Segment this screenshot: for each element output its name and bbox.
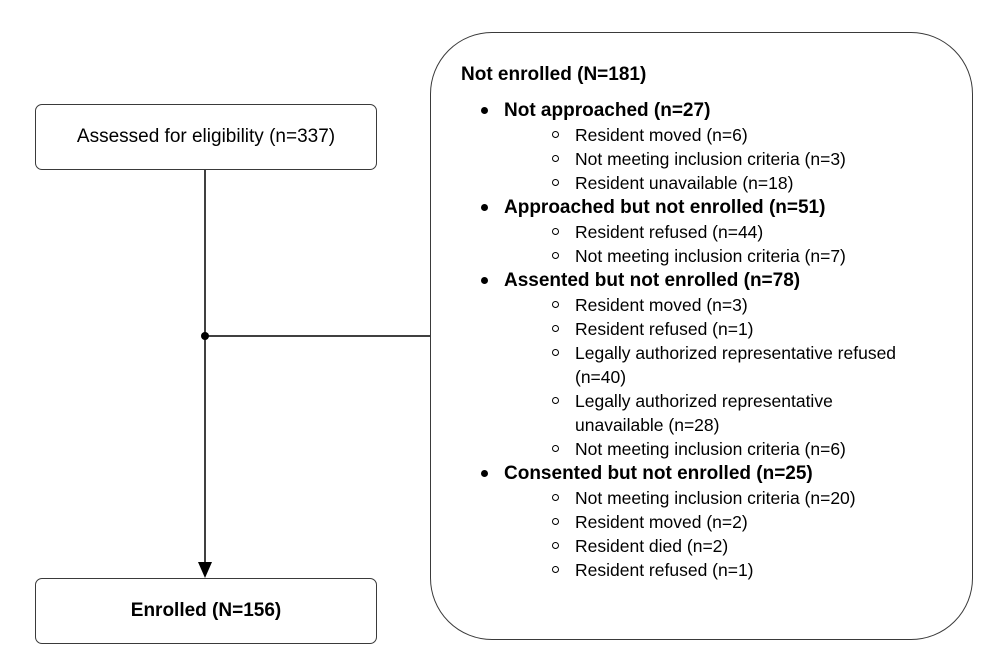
bullet-icon bbox=[481, 277, 488, 284]
hollow-bullet-icon bbox=[552, 252, 559, 259]
bullet-icon bbox=[481, 204, 488, 211]
bullet-icon bbox=[481, 107, 488, 114]
item-label: Resident moved (n=3) bbox=[575, 295, 748, 315]
hollow-bullet-icon bbox=[552, 518, 559, 525]
item-label: Resident moved (n=2) bbox=[575, 512, 748, 532]
list-item: Resident refused (n=44) bbox=[479, 220, 905, 244]
group-label: Approached but not enrolled (n=51) bbox=[504, 197, 826, 218]
list-item: Resident refused (n=1) bbox=[479, 317, 905, 341]
list-item: Not meeting inclusion criteria (n=3) bbox=[479, 147, 905, 171]
group-heading: Consented but not enrolled (n=25) bbox=[479, 461, 949, 486]
item-label: Resident refused (n=44) bbox=[575, 222, 764, 242]
arrowhead-down bbox=[198, 562, 212, 578]
list-item: Resident unavailable (n=18) bbox=[479, 171, 905, 195]
item-label: Resident unavailable (n=18) bbox=[575, 173, 794, 193]
list-item: Legally authorized representative unavai… bbox=[479, 389, 905, 437]
item-label: Not meeting inclusion criteria (n=7) bbox=[575, 246, 846, 266]
group-label: Not approached (n=27) bbox=[504, 100, 711, 121]
list-item: Not meeting inclusion criteria (n=7) bbox=[479, 244, 905, 268]
exclusion-group: Assented but not enrolled (n=78)Resident… bbox=[479, 268, 949, 461]
list-item: Resident moved (n=6) bbox=[479, 123, 905, 147]
group-heading: Not approached (n=27) bbox=[479, 98, 949, 123]
bullet-icon bbox=[481, 470, 488, 477]
item-label: Not meeting inclusion criteria (n=20) bbox=[575, 488, 856, 508]
item-label: Not meeting inclusion criteria (n=3) bbox=[575, 149, 846, 169]
hollow-bullet-icon bbox=[552, 397, 559, 404]
hollow-bullet-icon bbox=[552, 494, 559, 501]
group-items: Not meeting inclusion criteria (n=20) Res… bbox=[479, 486, 949, 582]
item-label: Legally authorized representative refuse… bbox=[575, 343, 897, 387]
enrolled-box: Enrolled (N=156) bbox=[35, 578, 377, 644]
item-label: Resident moved (n=6) bbox=[575, 125, 748, 145]
hollow-bullet-icon bbox=[552, 445, 559, 452]
group-items: Resident moved (n=3) Resident refused (n=… bbox=[479, 293, 949, 461]
group-heading: Assented but not enrolled (n=78) bbox=[479, 268, 949, 293]
enrolled-label: Enrolled (N=156) bbox=[130, 600, 282, 621]
item-label: Resident refused (n=1) bbox=[575, 560, 754, 580]
hollow-bullet-icon bbox=[552, 131, 559, 138]
group-label: Consented but not enrolled (n=25) bbox=[504, 463, 813, 484]
hollow-bullet-icon bbox=[552, 301, 559, 308]
item-label: Not meeting inclusion criteria (n=6) bbox=[575, 439, 846, 459]
not-enrolled-title: Not enrolled (N=181) bbox=[461, 64, 647, 85]
list-item: Not meeting inclusion criteria (n=20) bbox=[479, 486, 905, 510]
junction-dot bbox=[201, 332, 209, 340]
hollow-bullet-icon bbox=[552, 228, 559, 235]
item-label: Resident refused (n=1) bbox=[575, 319, 754, 339]
assessed-label: Assessed for eligibility (n=337) bbox=[76, 126, 336, 147]
not-enrolled-box: Not enrolled (N=181) Not approached (n=2… bbox=[430, 32, 973, 640]
list-item: Resident died (n=2) bbox=[479, 534, 905, 558]
list-item: Resident refused (n=1) bbox=[479, 558, 905, 582]
group-heading: Approached but not enrolled (n=51) bbox=[479, 195, 949, 220]
group-label: Assented but not enrolled (n=78) bbox=[504, 270, 801, 291]
hollow-bullet-icon bbox=[552, 179, 559, 186]
assessed-for-eligibility-box: Assessed for eligibility (n=337) bbox=[35, 104, 377, 170]
list-item: Not meeting inclusion criteria (n=6) bbox=[479, 437, 905, 461]
item-label: Resident died (n=2) bbox=[575, 536, 729, 556]
item-label: Legally authorized representative unavai… bbox=[575, 391, 833, 435]
exclusion-group: Consented but not enrolled (n=25)Not mee… bbox=[479, 461, 949, 582]
not-enrolled-groups: Not approached (n=27)Resident moved (n=6… bbox=[479, 98, 949, 582]
group-items: Resident refused (n=44) Not meeting inclu… bbox=[479, 220, 949, 268]
list-item: Legally authorized representative refuse… bbox=[479, 341, 905, 389]
list-item: Resident moved (n=2) bbox=[479, 510, 905, 534]
exclusion-group: Approached but not enrolled (n=51)Reside… bbox=[479, 195, 949, 268]
hollow-bullet-icon bbox=[552, 325, 559, 332]
hollow-bullet-icon bbox=[552, 155, 559, 162]
hollow-bullet-icon bbox=[552, 349, 559, 356]
exclusion-group: Not approached (n=27)Resident moved (n=6… bbox=[479, 98, 949, 195]
list-item: Resident moved (n=3) bbox=[479, 293, 905, 317]
hollow-bullet-icon bbox=[552, 566, 559, 573]
hollow-bullet-icon bbox=[552, 542, 559, 549]
group-items: Resident moved (n=6) Not meeting inclusio… bbox=[479, 123, 949, 195]
